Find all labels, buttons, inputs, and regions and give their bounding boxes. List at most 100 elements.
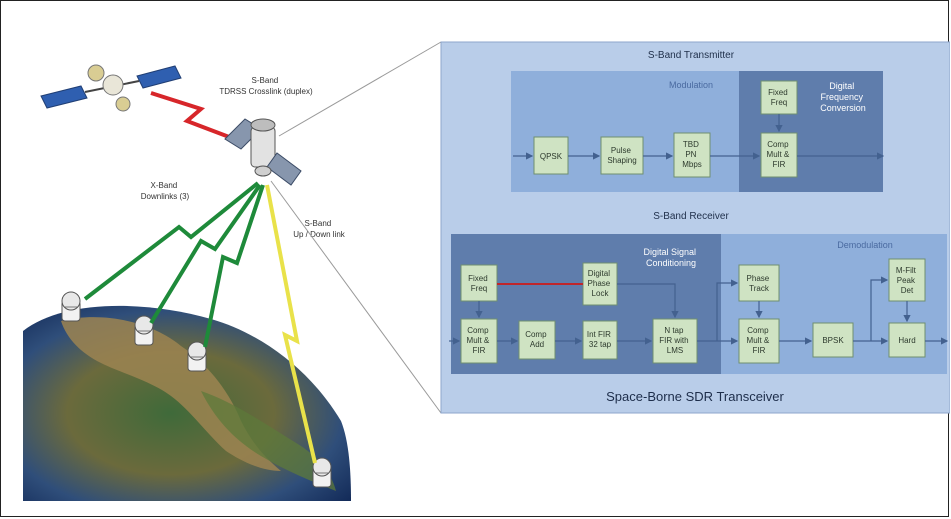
sband-updown-link bbox=[265, 184, 317, 464]
ground-stations bbox=[61, 291, 332, 488]
svg-text:M-Filt Peak Det: M-Filt Peak Det bbox=[896, 266, 918, 295]
xband-downlinks bbox=[83, 181, 265, 348]
rx-mfilt-text: M-Filt bbox=[896, 266, 917, 275]
rx-block-int-fir: Int FIR 32 tap bbox=[582, 320, 618, 360]
rx-arrows bbox=[449, 276, 949, 345]
tx-qpsk-text: QPSK bbox=[540, 152, 563, 161]
rx-comp1-text: Comp bbox=[467, 326, 489, 335]
ground-station-icon bbox=[61, 291, 81, 322]
rx-comp2-text: Comp bbox=[747, 326, 769, 335]
rx-agc-text: Comp bbox=[525, 330, 547, 339]
rx-intfir-text: 32 tap bbox=[589, 340, 612, 349]
xband-link-1 bbox=[83, 181, 260, 301]
rx-hard-text: Hard bbox=[898, 336, 915, 345]
svg-text:Fixed Freq: Fixed Freq bbox=[768, 88, 790, 107]
tx-tbd-text: PN bbox=[685, 150, 696, 159]
tx-arrows bbox=[513, 114, 885, 160]
rx-block-comp-add: Comp Add bbox=[518, 320, 556, 360]
svg-text:Digital Phase Lock: Digital Phase Lock bbox=[588, 269, 613, 298]
ground-station-icon bbox=[312, 457, 332, 488]
dsc-label-line: Digital Signal bbox=[643, 247, 696, 257]
sband-updown-label-line: Up / Down link bbox=[293, 230, 346, 239]
tx-comp-text: Mult & bbox=[767, 150, 790, 159]
svg-text:BPSK: BPSK bbox=[822, 336, 844, 345]
tx-tbd-text: TBD bbox=[683, 140, 699, 149]
continent-shape bbox=[61, 317, 281, 471]
rx-ntap-text: FIR with bbox=[659, 336, 688, 345]
ground-station-icon bbox=[134, 315, 154, 346]
dsc-label: Digital Signal Conditioning bbox=[643, 247, 698, 268]
rx-block-comp-mult-2: Comp Mult & FIR bbox=[738, 318, 780, 364]
rx-fixed-text: Freq bbox=[471, 284, 487, 293]
xband-link-3 bbox=[203, 184, 265, 348]
rx-ntap-text: N tap bbox=[664, 326, 684, 335]
tx-pulse-text: Shaping bbox=[607, 156, 636, 165]
rx-block-phase-track: Phase Track bbox=[738, 264, 780, 302]
rx-fixed-text: Fixed bbox=[468, 274, 488, 283]
earth-scene bbox=[23, 305, 351, 501]
rx-block-mfilt-peak: M-Filt Peak Det bbox=[888, 258, 926, 302]
rx-dpl-text: Lock bbox=[592, 289, 610, 298]
rx-comp2-text: FIR bbox=[753, 346, 766, 355]
tx-block-qpsk: QPSK bbox=[533, 136, 569, 175]
rx-ntap-text: LMS bbox=[667, 346, 683, 355]
dfc-label-line: Digital bbox=[829, 81, 854, 91]
tdrss-crosslink bbox=[150, 91, 246, 145]
zoom-lines bbox=[270, 41, 442, 414]
ground-station-icon bbox=[187, 341, 207, 372]
rx-block-bpsk: BPSK bbox=[812, 322, 854, 358]
tx-block-fixed-freq: Fixed Freq bbox=[760, 80, 798, 115]
rx-dpl-text: Digital bbox=[588, 269, 610, 278]
tdrss-satellite-icon bbox=[40, 64, 182, 112]
spacecraft-icon bbox=[224, 118, 302, 186]
rx-dpl-text: Phase bbox=[588, 279, 611, 288]
svg-text:Comp Add: Comp Add bbox=[525, 330, 549, 349]
rx-block-hard: Hard bbox=[888, 322, 926, 358]
tx-block-tbd-pn: TBD PN Mbps bbox=[673, 132, 711, 178]
tx-fixed-text: Freq bbox=[771, 98, 787, 107]
rx-block-ntap-fir: N tap FIR with LMS bbox=[652, 318, 698, 364]
xband-link-2 bbox=[149, 183, 262, 325]
xband-label-line: Downlinks (3) bbox=[141, 192, 190, 201]
rx-phase-text: Phase bbox=[747, 274, 770, 283]
rx-mfilt-text: Det bbox=[901, 286, 914, 295]
tx-fixed-text: Fixed bbox=[768, 88, 788, 97]
sband-updown-label-line: S-Band bbox=[305, 219, 332, 228]
rx-comp1-text: Mult & bbox=[467, 336, 490, 345]
svg-text:Fixed Freq: Fixed Freq bbox=[468, 274, 490, 293]
svg-text:Comp Mult & FIR: Comp Mult & FIR bbox=[767, 140, 792, 169]
crosslink-label-line: TDRSS Crosslink (duplex) bbox=[219, 87, 313, 96]
modulation-label: Modulation bbox=[669, 80, 713, 90]
transceiver-caption: Space-Borne SDR Transceiver bbox=[606, 389, 784, 404]
rx-block-fixed-freq: Fixed Freq bbox=[460, 264, 498, 302]
rx-intfir-text: Int FIR bbox=[587, 330, 611, 339]
tx-pulse-text: Pulse bbox=[611, 146, 632, 155]
svg-text:N tap FIR with LMS: N tap FIR with LMS bbox=[659, 326, 691, 355]
rx-comp1-text: FIR bbox=[473, 346, 486, 355]
rx-block-comp-mult-1: Comp Mult & FIR bbox=[460, 318, 498, 364]
svg-text:Comp Mult & FIR: Comp Mult & FIR bbox=[747, 326, 772, 355]
svg-text:QPSK: QPSK bbox=[540, 152, 563, 161]
receiver-title: S-Band Receiver bbox=[653, 211, 729, 222]
tx-block-comp-mult: Comp Mult & FIR bbox=[760, 132, 798, 178]
rx-mfilt-text: Peak bbox=[897, 276, 916, 285]
sband-updown-label: S-Band Up / Down link bbox=[293, 219, 346, 239]
rx-block-digital-phase-lock: Digital Phase Lock bbox=[582, 262, 618, 306]
tx-block-pulse-shaping: Pulse Shaping bbox=[600, 136, 644, 175]
tx-tbd-text: Mbps bbox=[682, 160, 702, 169]
demod-label: Demodulation bbox=[837, 240, 893, 250]
dsc-label-line: Conditioning bbox=[646, 258, 696, 268]
svg-text:Int FIR 32 tap: Int FIR 32 tap bbox=[587, 330, 613, 349]
svg-text:Phase Track: Phase Track bbox=[747, 274, 772, 293]
svg-text:Hard: Hard bbox=[898, 336, 915, 345]
rx-agc-text: Add bbox=[530, 340, 544, 349]
svg-text:Comp Mult & FIR: Comp Mult & FIR bbox=[467, 326, 492, 355]
continent-shape-2 bbox=[201, 391, 336, 491]
rx-comp2-text: Mult & bbox=[747, 336, 770, 345]
dfc-label: Digital Frequency Conversion bbox=[820, 81, 866, 113]
tx-comp-text: FIR bbox=[773, 160, 786, 169]
transmitter-title: S-Band Transmitter bbox=[648, 50, 735, 61]
rx-bpsk-text: BPSK bbox=[822, 336, 844, 345]
